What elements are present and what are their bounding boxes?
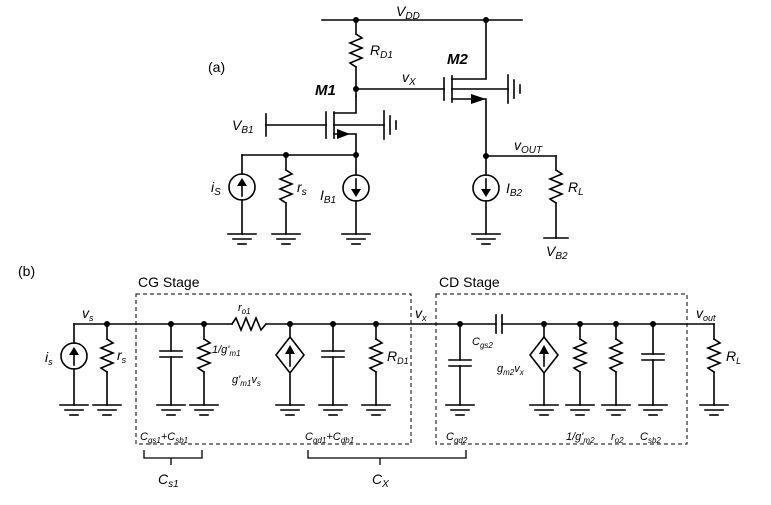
label-m1: M1 (315, 82, 336, 99)
label-vx-a: vX (402, 69, 416, 88)
label-cgs2: Cgs2 (472, 336, 493, 350)
label-vx-b: vx (415, 305, 427, 323)
circuit-a: (a) VDD RD1 M1 M2 vX VB1 vOUT iS rs IB1 … (208, 3, 584, 262)
label-b-tag: (b) (18, 263, 35, 279)
label-ro2: ro2 (611, 431, 624, 445)
m2-source-arrow (471, 94, 486, 104)
label-a-tag: (a) (208, 59, 225, 75)
ib1-arrow-head (351, 189, 361, 197)
is-arrow-head (237, 178, 247, 186)
rl-b-resistor (705, 337, 723, 374)
cg-stage-box (135, 293, 412, 445)
rs-resistor (277, 168, 295, 205)
label-vdd: VDD (396, 3, 420, 22)
rd1-b-resistor (367, 337, 385, 374)
label-ib1: IB1 (320, 187, 336, 206)
label-is-a: iS (211, 179, 221, 198)
label-rd1-a: RD1 (370, 42, 393, 61)
rl-a-resistor (547, 168, 565, 205)
gm2src-arrow-head (539, 345, 549, 354)
label-cgs1-csb1: Cgs1+Csb1 (140, 431, 188, 445)
label-cg-stage: CG Stage (138, 274, 200, 290)
label-rs-b: rs (117, 347, 127, 365)
circuit-b: (b) CG Stage CD Stage (18, 263, 741, 490)
ro2-resistor (607, 337, 625, 374)
grounds-b (59, 404, 729, 416)
rd1-resistor (347, 32, 365, 69)
label-rd1-b: RD1 (387, 348, 409, 366)
label-cd-stage: CD Stage (439, 274, 500, 290)
label-is-b: is (45, 349, 53, 367)
cs1-brace (143, 450, 203, 465)
source-node-dot-2 (353, 152, 359, 158)
label-ib2: IB2 (506, 180, 523, 199)
label-vb2: VB2 (546, 243, 568, 262)
label-rs-a: rs (297, 179, 307, 198)
gm2res-resistor (571, 337, 589, 374)
m2-source (451, 98, 487, 157)
label-rl-b: RL (726, 348, 741, 366)
label-cx: CX (372, 471, 389, 490)
label-cgd1-cdb1: Cgd1+Cdb1 (305, 431, 354, 445)
ib2-arrow-head (481, 189, 491, 197)
m1-source-arrow (337, 129, 350, 139)
gm1src-arrow-head (285, 345, 295, 354)
label-vout-a: vOUT (514, 137, 543, 156)
label-csb2: Csb2 (640, 431, 661, 445)
is-b-arrow-head (69, 347, 79, 355)
label-gm1-src: g'm1vs (232, 374, 261, 388)
rs-b-resistor (98, 337, 116, 374)
label-gm2-src: gm2vx (497, 363, 525, 377)
m1-drain (333, 95, 357, 114)
label-gm2-res: 1/g'm2 (566, 431, 595, 445)
label-vb1: VB1 (232, 117, 254, 136)
label-m2: M2 (447, 51, 468, 68)
label-cs1: Cs1 (158, 471, 179, 490)
label-gm1-res: 1/g'm1 (212, 344, 241, 358)
m2-drain (451, 19, 487, 80)
label-rl-a: RL (568, 179, 584, 198)
label-cgd2: Cgd2 (446, 431, 468, 445)
gm1res-resistor (195, 337, 213, 374)
cd-stage-box (435, 293, 688, 445)
ro1-resistor (230, 315, 268, 333)
cx-brace (307, 450, 467, 465)
label-ro1: ro1 (238, 302, 251, 316)
label-vs-b: vs (82, 305, 94, 323)
label-vout-b: vout (696, 305, 716, 323)
